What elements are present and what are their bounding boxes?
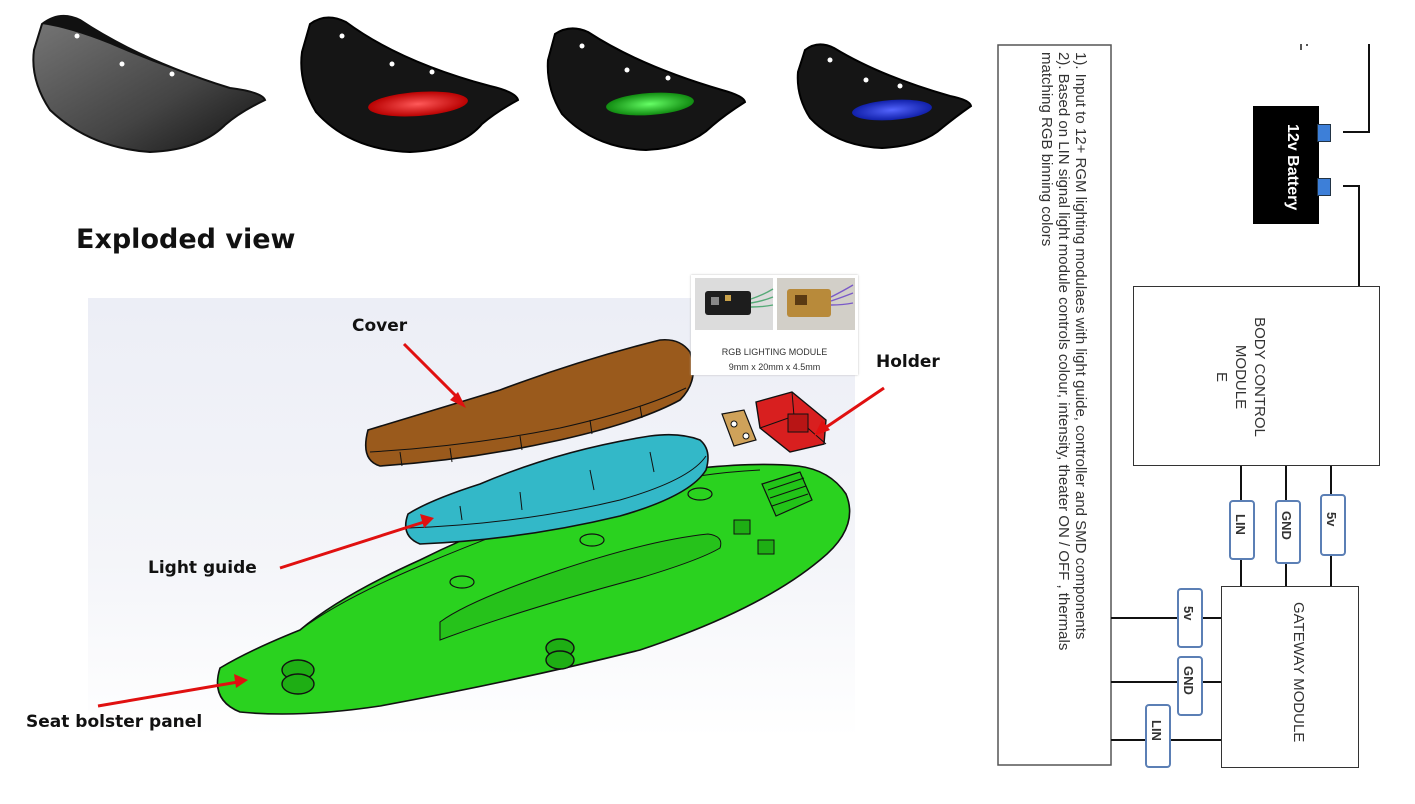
battery-label: 12v Battery — [1284, 124, 1301, 211]
gateway-module — [1221, 586, 1359, 768]
battery-terminal-1 — [1317, 124, 1331, 142]
diagram-note-2: 2). Based on LIN signal light module con… — [1055, 52, 1072, 651]
bolster-renders — [32, 14, 973, 154]
gateway-pin-5v — [1177, 588, 1203, 648]
gateway-module-label: GATEWAY MODULE — [1290, 602, 1307, 743]
battery-terminal-2 — [1317, 178, 1331, 196]
bolster-render-red — [300, 16, 520, 154]
bcm-label-line-1: BODY CONTROL — [1251, 317, 1268, 437]
bolster-render-blue — [796, 43, 973, 150]
diagram-note-3: matching RGB binning colors — [1038, 52, 1055, 247]
bcm-pin-gnd — [1275, 500, 1301, 564]
rgb-module-dimensions: 9mm x 20mm x 4.5mm — [728, 362, 821, 372]
cover-label: Cover — [352, 316, 408, 336]
body-control-module — [1133, 286, 1380, 466]
gateway-pin-5v-label: 5v — [1181, 606, 1196, 621]
bcm-pin-5v — [1320, 494, 1346, 556]
diagram-note-1: 1). Input to 12+ RGM lighting modulaes w… — [1072, 52, 1089, 640]
light-guide-label: Light guide — [148, 558, 257, 578]
body-control-module-label: BODY CONTROL MODULE E — [1212, 302, 1269, 452]
rgb-module-card: RGB LIGHTING MODULE 9mm x 20mm x 4.5mm — [691, 275, 858, 375]
gateway-pin-gnd — [1177, 656, 1203, 716]
gateway-pin-gnd-label: GND — [1181, 666, 1196, 695]
bcm-pin-5v-label: 5v — [1324, 512, 1339, 527]
diagram-notes: 1). Input to 12+ RGM lighting modulaes w… — [1038, 52, 1089, 650]
gateway-pin-lin — [1145, 704, 1171, 768]
bcm-label-line-2: MODULE — [1232, 344, 1249, 410]
bcm-pin-lin-label: LIN — [1233, 514, 1248, 535]
connector-plate — [721, 409, 757, 447]
bcm-pin-lin — [1229, 500, 1255, 560]
bolster-render-off — [32, 14, 267, 154]
bcm-pin-gnd-label: GND — [1279, 511, 1294, 540]
block-diagram: 1). Input to 12+ RGM lighting modulaes w… — [997, 44, 1380, 768]
exploded-parts — [97, 338, 885, 715]
callout-arrows — [97, 342, 885, 708]
holder — [755, 391, 827, 453]
bolster-render-green — [546, 27, 747, 152]
bcm-label-line-3: E — [1213, 371, 1230, 382]
cover — [364, 338, 695, 467]
rgb-module-title: RGB LIGHTING MODULE — [721, 347, 828, 357]
light-guide — [404, 433, 709, 545]
holder-label: Holder — [876, 352, 940, 372]
seat-bolster-panel — [216, 463, 851, 715]
exploded-view-title: Exploded view — [76, 224, 296, 255]
rgb-module-photos — [695, 278, 855, 330]
seat-bolster-panel-label: Seat bolster panel — [26, 712, 203, 732]
battery-box — [1253, 106, 1319, 224]
gateway-pin-lin-label: LIN — [1149, 720, 1164, 741]
